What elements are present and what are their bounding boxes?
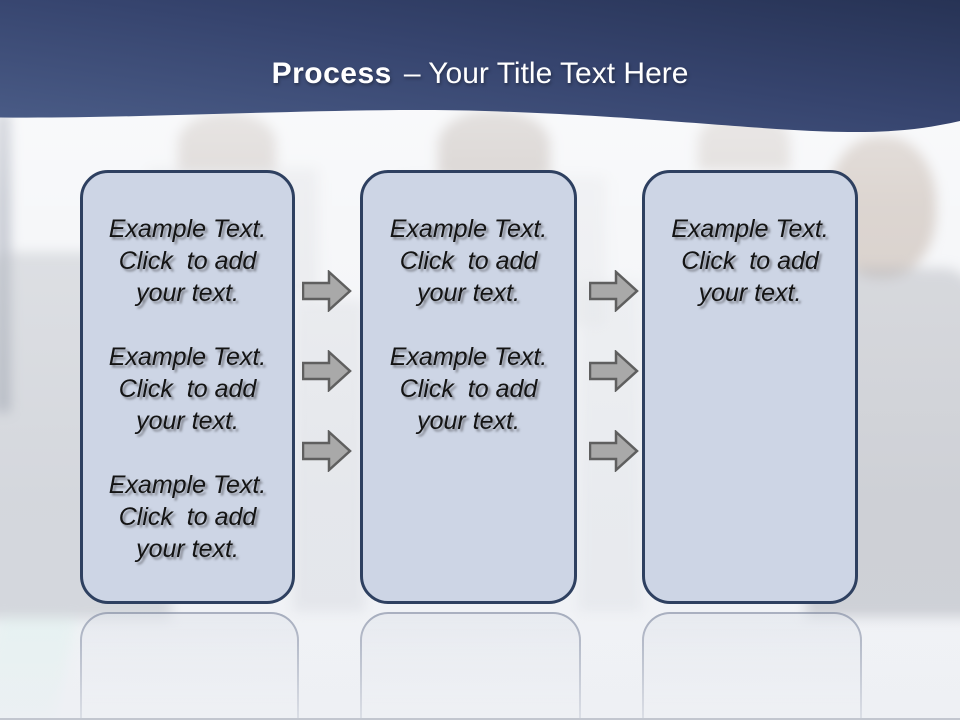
text-placeholder: Example Text. Click to add your text. [363, 341, 574, 437]
text-line: Example Text. [108, 471, 267, 499]
text-placeholder: Example Text. Click to add your text. [83, 341, 292, 437]
text-line: Click to add [399, 375, 538, 403]
process-step-2-box[interactable]: Example Text. Click to add your text. Ex… [360, 170, 577, 604]
right-arrow-icon [589, 430, 639, 472]
text-line: Click to add [118, 375, 257, 403]
text-placeholder: Example Text. Click to add your text. [645, 213, 855, 309]
text-line: Click to add [681, 247, 819, 275]
slide-title: Process – Your Title Text Here [0, 54, 960, 94]
text-line: your text. [698, 279, 802, 307]
text-line: your text. [136, 535, 239, 563]
text-line: Click to add [118, 247, 257, 275]
text-line: your text. [417, 407, 520, 435]
text-line: Click to add [118, 503, 257, 531]
slide-title-subtitle: – Your Title Text Here [403, 57, 689, 90]
text-placeholder: Example Text. Click to add your text. [83, 469, 292, 565]
header-wave-band [0, 0, 960, 133]
text-placeholder: Example Text. Click to add your text. [83, 213, 292, 309]
text-line: your text. [136, 407, 239, 435]
process-step-3-box[interactable]: Example Text. Click to add your text. [642, 170, 858, 604]
text-line: your text. [136, 279, 239, 307]
right-arrow-icon [302, 430, 352, 472]
right-arrow-icon [302, 270, 352, 312]
text-placeholder: Example Text. Click to add your text. [363, 213, 574, 309]
right-arrow-icon [302, 350, 352, 392]
slide-bottom-edge [0, 718, 960, 720]
reflection-fade [0, 612, 960, 720]
text-line: Example Text. [108, 343, 267, 371]
text-line: Example Text. [671, 215, 829, 243]
text-line: your text. [417, 279, 520, 307]
text-line: Example Text. [389, 215, 548, 243]
right-arrow-icon [589, 350, 639, 392]
text-line: Click to add [399, 247, 538, 275]
process-step-1-box[interactable]: Example Text. Click to add your text. Ex… [80, 170, 295, 604]
right-arrow-icon [589, 270, 639, 312]
text-line: Example Text. [108, 215, 267, 243]
slide-title-keyword: Process [271, 57, 392, 90]
text-line: Example Text. [389, 343, 548, 371]
